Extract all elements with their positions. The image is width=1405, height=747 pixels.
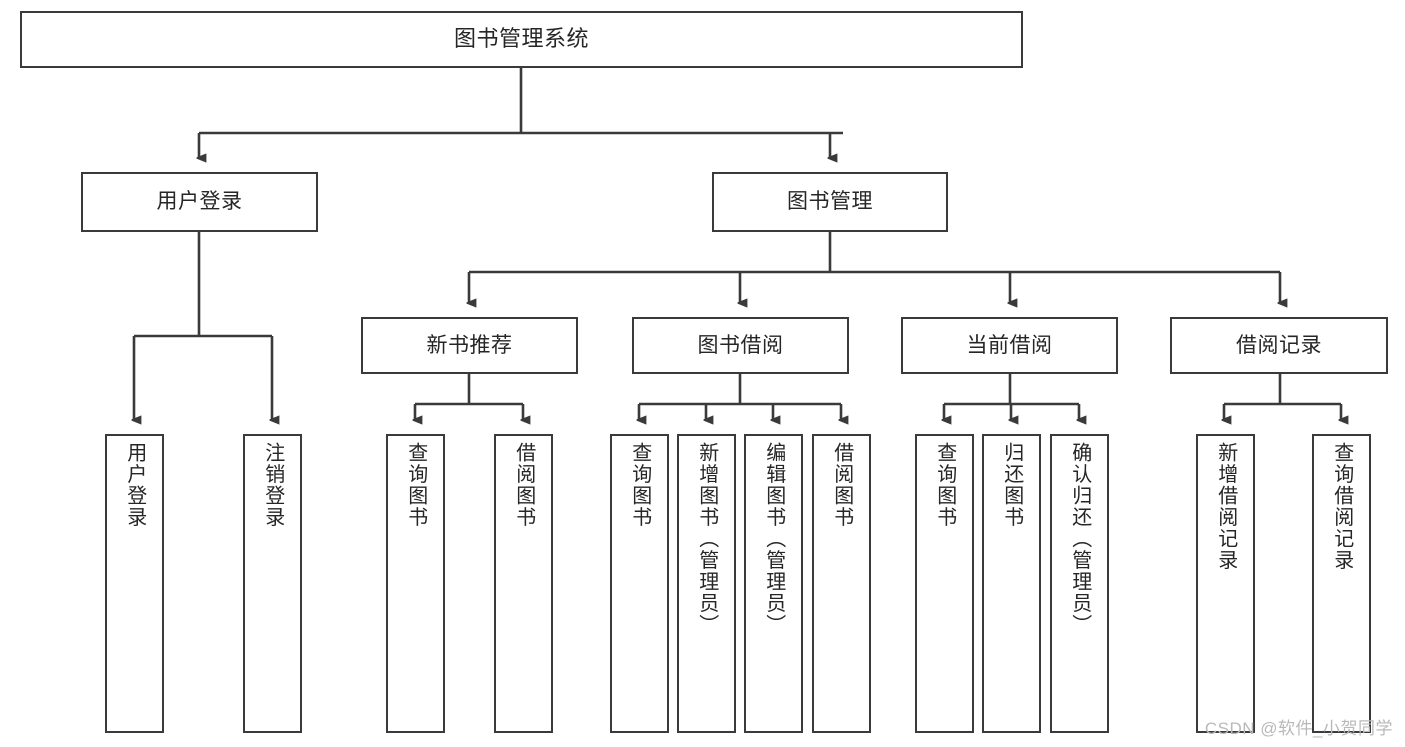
node-leaf-return-book[interactable]: 归还图书 — [982, 434, 1041, 733]
node-current-borrow-label: 当前借阅 — [966, 333, 1053, 357]
node-leaf-add-record-label: 新增借阅记录 — [1214, 442, 1237, 571]
node-user-login-label: 用户登录 — [156, 190, 243, 214]
node-leaf-confirm-return-label: 确认归还（管理员） — [1068, 442, 1091, 636]
node-leaf-query-book-3-label: 查询图书 — [933, 442, 956, 528]
node-book-borrow-label: 图书借阅 — [697, 333, 784, 357]
node-root-label: 图书管理系统 — [453, 26, 589, 52]
node-leaf-query-book-1[interactable]: 查询图书 — [386, 434, 445, 733]
node-leaf-borrow-book-1-label: 借阅图书 — [512, 442, 535, 528]
node-leaf-confirm-return[interactable]: 确认归还（管理员） — [1050, 434, 1109, 733]
node-borrow-record-label: 借阅记录 — [1236, 333, 1322, 357]
node-leaf-query-record-label: 查询借阅记录 — [1330, 442, 1353, 571]
node-new-book-rec[interactable]: 新书推荐 — [361, 317, 578, 374]
node-leaf-return-book-label: 归还图书 — [1000, 442, 1023, 528]
node-leaf-add-book-label: 新增图书（管理员） — [695, 442, 718, 636]
node-leaf-borrow-book-1[interactable]: 借阅图书 — [494, 434, 553, 733]
node-leaf-edit-book[interactable]: 编辑图书（管理员） — [744, 434, 803, 733]
node-user-login[interactable]: 用户登录 — [81, 172, 318, 232]
node-leaf-edit-book-label: 编辑图书（管理员） — [762, 442, 785, 636]
node-leaf-borrow-book-2-label: 借阅图书 — [830, 442, 853, 528]
node-leaf-query-book-2[interactable]: 查询图书 — [610, 434, 669, 733]
node-leaf-borrow-book-2[interactable]: 借阅图书 — [812, 434, 871, 733]
node-leaf-query-record[interactable]: 查询借阅记录 — [1312, 434, 1371, 733]
node-current-borrow[interactable]: 当前借阅 — [901, 317, 1118, 374]
node-new-book-rec-label: 新书推荐 — [426, 333, 513, 357]
node-root[interactable]: 图书管理系统 — [20, 11, 1023, 68]
node-leaf-add-book[interactable]: 新增图书（管理员） — [677, 434, 736, 733]
node-book-borrow[interactable]: 图书借阅 — [632, 317, 849, 374]
node-borrow-record[interactable]: 借阅记录 — [1170, 317, 1388, 374]
node-leaf-user-login[interactable]: 用户登录 — [105, 434, 164, 733]
node-leaf-query-book-1-label: 查询图书 — [404, 442, 427, 528]
node-leaf-add-record[interactable]: 新增借阅记录 — [1196, 434, 1255, 733]
node-leaf-query-book-2-label: 查询图书 — [628, 442, 651, 528]
node-book-manage-label: 图书管理 — [787, 190, 873, 214]
node-leaf-logout-login-label: 注销登录 — [261, 442, 284, 528]
node-leaf-query-book-3[interactable]: 查询图书 — [915, 434, 974, 733]
node-book-manage[interactable]: 图书管理 — [712, 172, 948, 232]
watermark-text: CSDN @软件_小贺同学 — [1204, 719, 1393, 738]
node-leaf-logout-login[interactable]: 注销登录 — [243, 434, 302, 733]
node-leaf-user-login-label: 用户登录 — [123, 442, 146, 528]
